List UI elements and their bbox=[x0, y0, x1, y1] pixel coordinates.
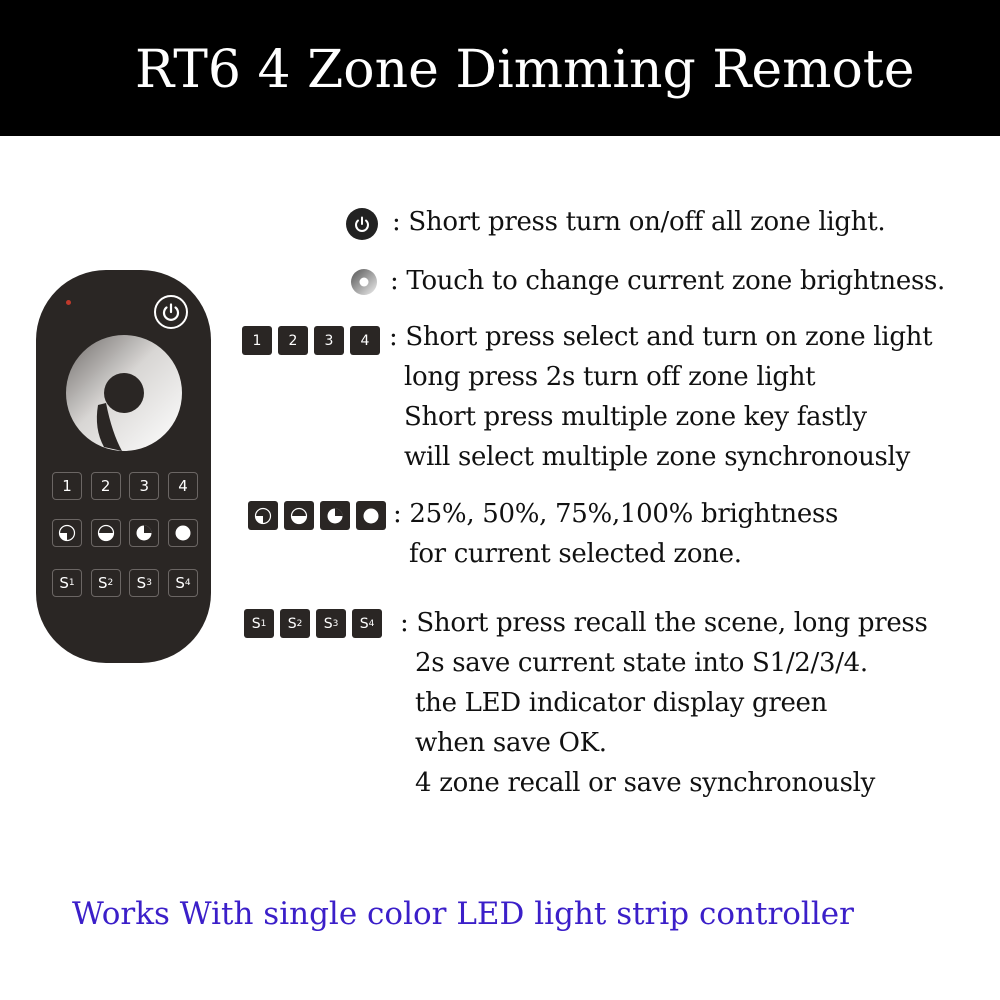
zone-3-button[interactable]: 3 bbox=[129, 472, 160, 500]
legend-scenes-line-5: 4 zone recall or save synchronously bbox=[415, 768, 876, 798]
legend-scenes-line-3: the LED indicator display green bbox=[415, 688, 828, 718]
legend-brightness-25 bbox=[248, 501, 278, 530]
power-icon bbox=[162, 303, 180, 321]
legend-brightness-line-2: for current selected zone. bbox=[409, 539, 742, 569]
brightness-25-button[interactable] bbox=[52, 519, 82, 547]
header-bar: RT6 4 Zone Dimming Remote bbox=[0, 0, 1000, 136]
scene-letter: S bbox=[59, 574, 69, 592]
legend-power-icon bbox=[346, 208, 378, 240]
scene-letter: S bbox=[175, 574, 185, 592]
touch-wheel[interactable] bbox=[64, 333, 184, 453]
legend-zone-2: 2 bbox=[278, 326, 308, 355]
brightness-75-button[interactable] bbox=[129, 519, 160, 547]
legend-power-text: : Short press turn on/off all zone light… bbox=[392, 207, 886, 237]
zone-1-button[interactable]: 1 bbox=[52, 472, 82, 500]
legend-brightness-100 bbox=[356, 501, 386, 530]
legend-zones-line-2: long press 2s turn off zone light bbox=[404, 362, 816, 392]
scene-letter: S bbox=[323, 615, 333, 632]
brightness-75-icon bbox=[327, 508, 343, 523]
legend-scenes-line-1: : Short press recall the scene, long pre… bbox=[400, 608, 928, 638]
legend-scenes-line-2: 2s save current state into S1/2/3/4. bbox=[415, 648, 868, 678]
scene-number: 2 bbox=[107, 578, 114, 588]
remote-power-button[interactable] bbox=[154, 295, 188, 329]
scene-number: 3 bbox=[146, 578, 152, 588]
brightness-25-icon bbox=[58, 524, 76, 542]
remote-brightness-keys bbox=[52, 519, 198, 547]
legend-zone-1: 1 bbox=[242, 326, 272, 355]
zone-2-button[interactable]: 2 bbox=[90, 472, 121, 500]
led-indicator bbox=[66, 300, 71, 305]
legend-brightness-keys bbox=[248, 501, 386, 530]
legend-zone-4: 4 bbox=[350, 326, 380, 355]
scene-number: 1 bbox=[260, 618, 267, 629]
legend-zones-line-1: : Short press select and turn on zone li… bbox=[389, 322, 933, 352]
brightness-100-button[interactable] bbox=[167, 519, 198, 547]
scene-letter: S bbox=[359, 615, 369, 632]
legend-zones-line-3: Short press multiple zone key fastly bbox=[404, 402, 867, 432]
page-title: RT6 4 Zone Dimming Remote bbox=[135, 40, 915, 100]
brightness-100-icon bbox=[175, 525, 191, 541]
scene-number: 3 bbox=[332, 618, 339, 629]
brightness-25-icon bbox=[254, 507, 272, 524]
brightness-50-icon bbox=[97, 524, 114, 542]
legend-brightness-75 bbox=[320, 501, 350, 530]
brightness-100-icon bbox=[363, 508, 379, 523]
scene-number: 4 bbox=[368, 618, 375, 629]
legend-zone-keys: 1 2 3 4 bbox=[242, 326, 380, 355]
brightness-50-icon bbox=[290, 507, 308, 524]
brightness-75-icon bbox=[136, 525, 152, 541]
legend-wheel-text: : Touch to change current zone brightnes… bbox=[390, 266, 945, 296]
remote-zone-keys: 1 2 3 4 bbox=[52, 472, 198, 500]
footer-compatibility-text: Works With single color LED light strip … bbox=[72, 896, 854, 932]
scene-number: 1 bbox=[68, 578, 75, 588]
legend-scenes-line-4: when save OK. bbox=[415, 728, 607, 758]
legend-brightness-line-1: : 25%, 50%, 75%,100% brightness bbox=[393, 499, 839, 529]
legend-zones-line-4: will select multiple zone synchronously bbox=[404, 442, 910, 472]
power-icon bbox=[355, 216, 369, 232]
scene-letter: S bbox=[98, 574, 108, 592]
touch-wheel-icon bbox=[351, 269, 377, 295]
legend-zone-3: 3 bbox=[314, 326, 344, 355]
zone-4-button[interactable]: 4 bbox=[167, 472, 198, 500]
scene-number: 2 bbox=[296, 618, 303, 629]
legend-brightness-50 bbox=[284, 501, 314, 530]
scene-letter: S bbox=[251, 615, 261, 632]
scene-letter: S bbox=[287, 615, 297, 632]
scene-letter: S bbox=[136, 574, 147, 592]
brightness-50-button[interactable] bbox=[90, 519, 121, 547]
scene-number: 4 bbox=[184, 578, 191, 588]
